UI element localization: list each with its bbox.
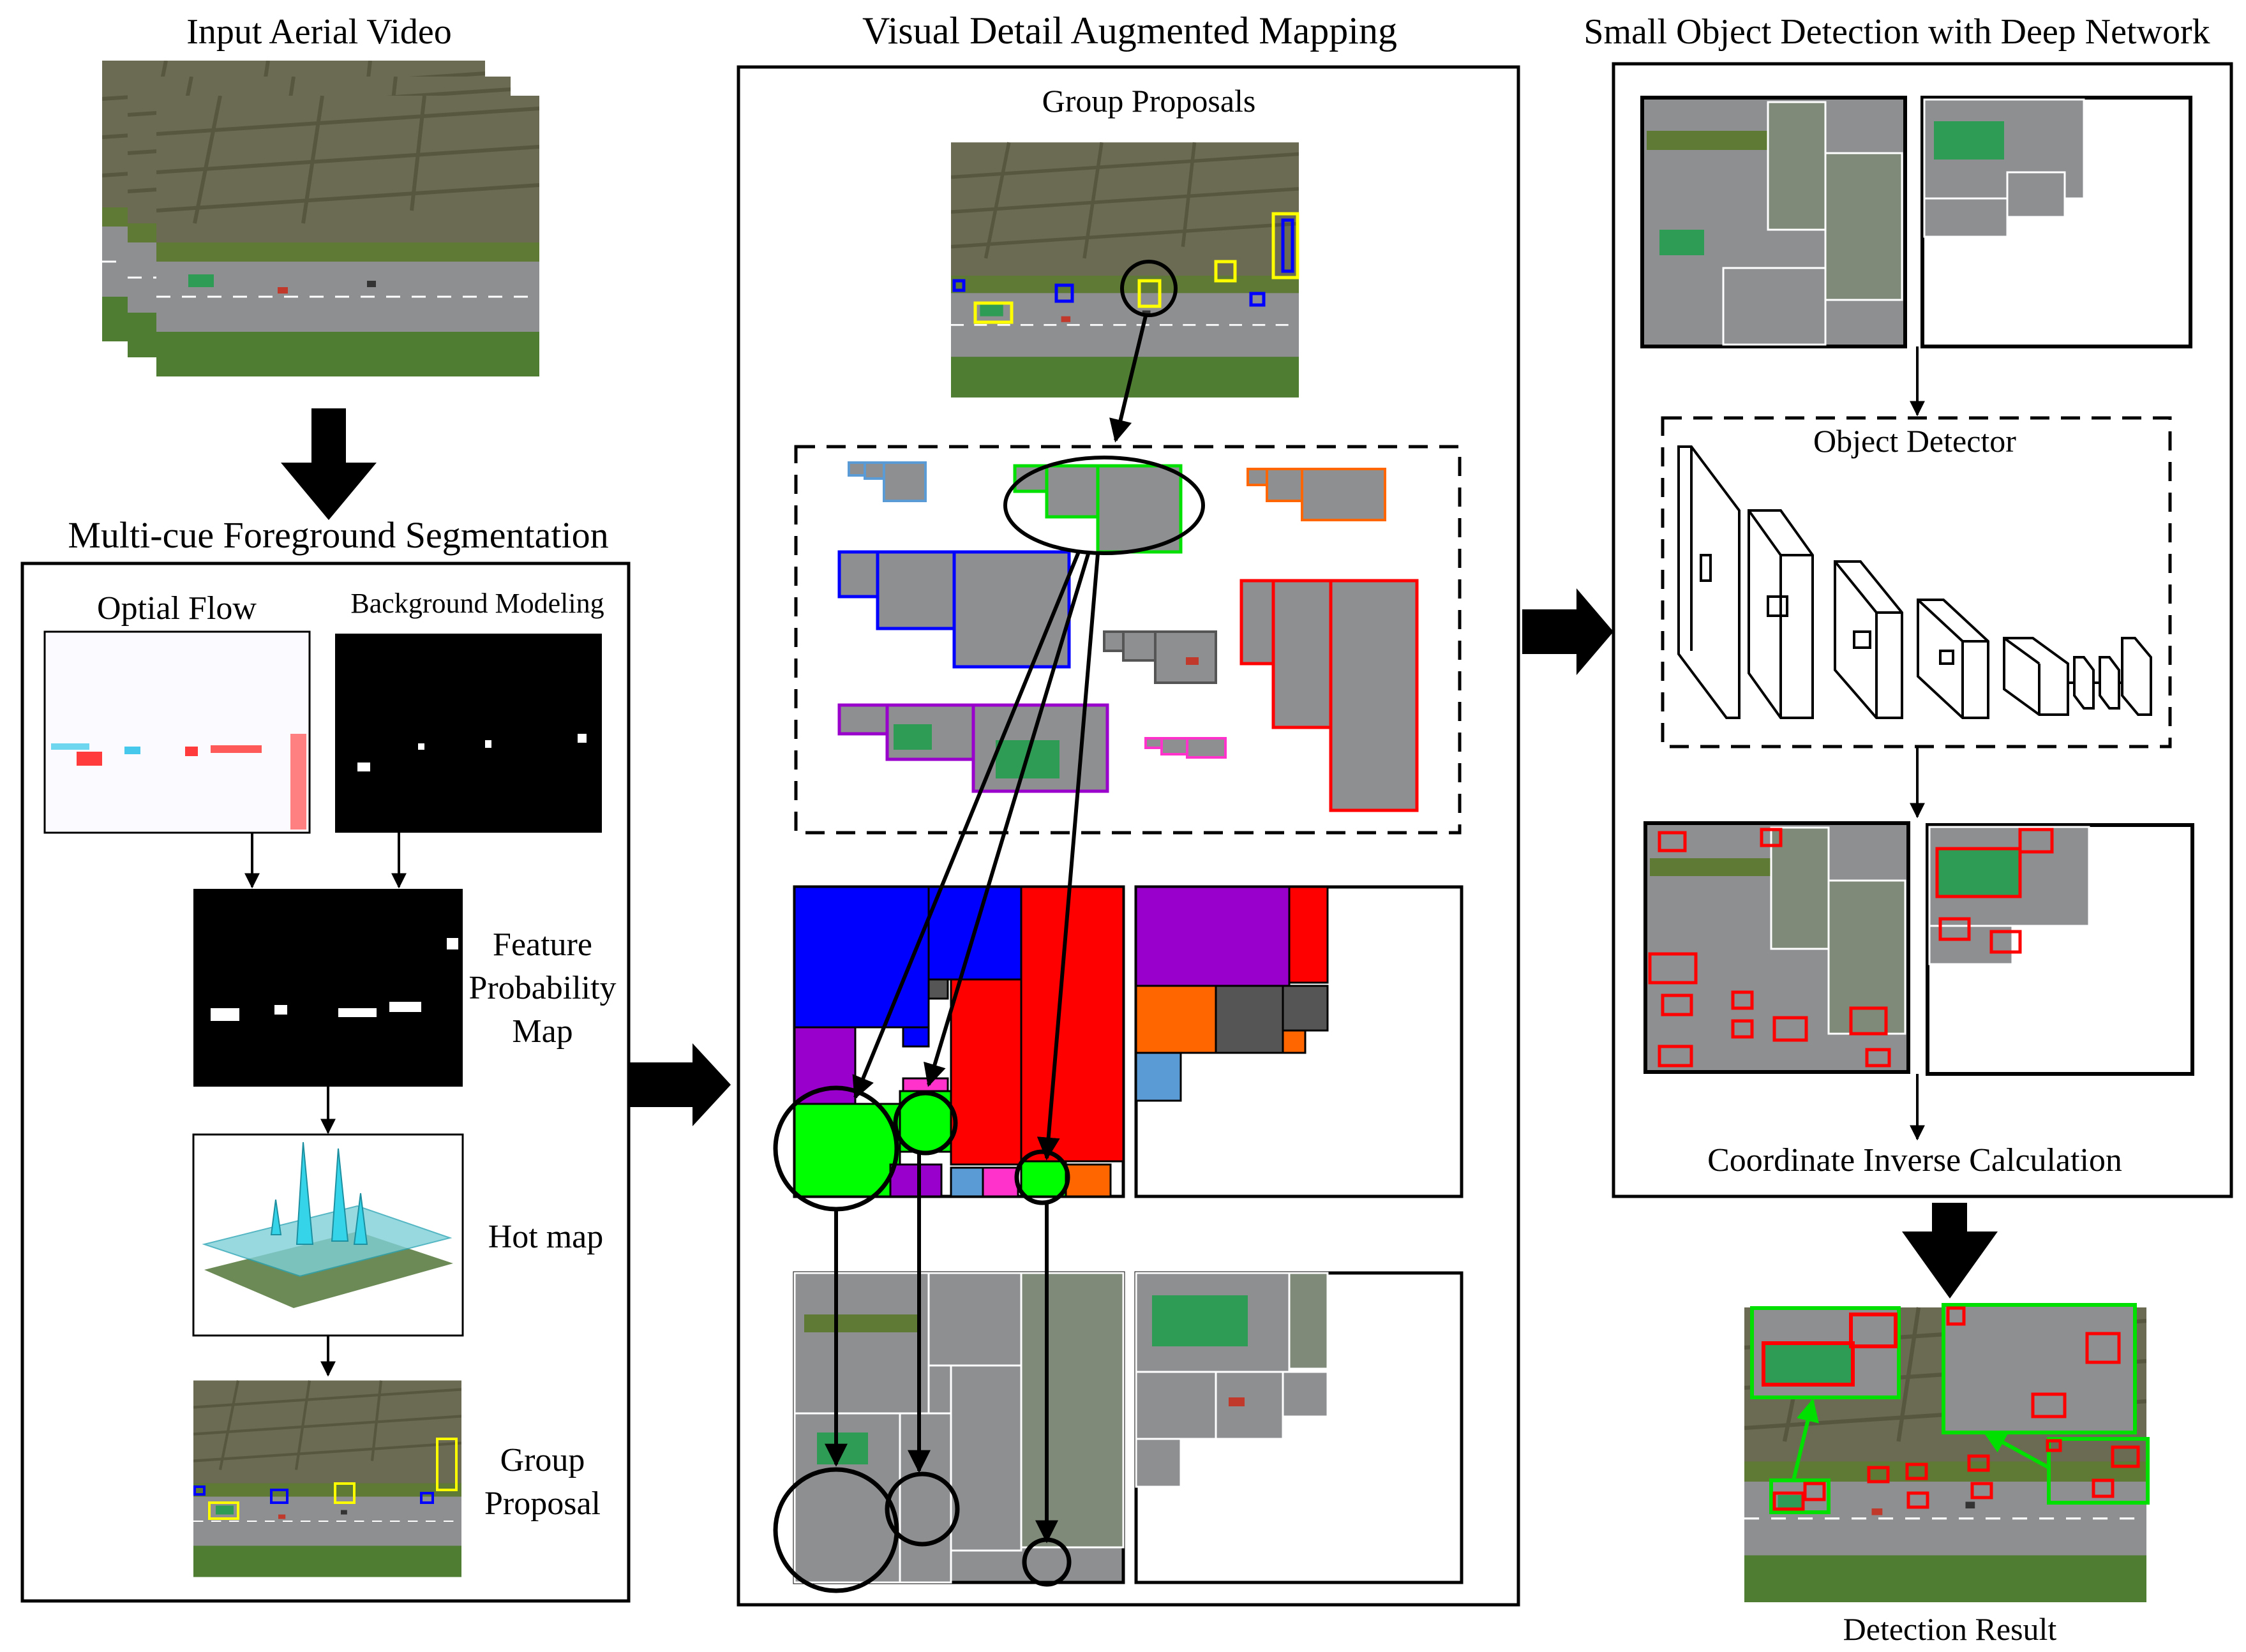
background-modeling-label: Background Modeling	[350, 588, 604, 619]
cnn-architecture	[1677, 445, 2152, 719]
packing-layout-left	[793, 885, 1125, 1198]
mapped-image-right	[1134, 1271, 1464, 1584]
detection-result-label: Detection Result	[1843, 1611, 2057, 1647]
mapping-panel	[737, 65, 1520, 1607]
optical-flow-label: Optial Flow	[97, 590, 257, 627]
feature-map-label-line3: Map	[512, 1013, 573, 1050]
group-proposal-label-line1: Group	[500, 1442, 585, 1478]
feature-map-label-line1: Feature	[493, 926, 592, 963]
hot-map-label: Hot map	[488, 1219, 604, 1255]
mapping-title: Visual Detail Augmented Mapping	[862, 10, 1397, 52]
group-proposals-label: Group Proposals	[1042, 83, 1256, 119]
group-proposals-image	[951, 142, 1299, 398]
feature-probability-map	[193, 889, 463, 1087]
input-video-title: Input Aerial Video	[186, 12, 452, 52]
group-proposal-image	[193, 1381, 461, 1577]
feature-map-label-line2: Probability	[468, 970, 616, 1006]
detection-result-image	[1744, 1303, 2150, 1602]
arrow-crop-to-pack-3	[1037, 553, 1100, 1161]
highlight-circle-map-2	[885, 1471, 960, 1547]
background-modeling-image	[335, 634, 602, 833]
input-video-frames	[102, 61, 539, 376]
optical-flow-image	[43, 630, 311, 834]
video-frame-front	[156, 96, 539, 376]
mapped-image-left	[793, 1271, 1125, 1584]
object-detector-label: Object Detector	[1813, 423, 2016, 459]
highlight-ellipse-green-group	[1003, 456, 1205, 555]
detector-output-right	[1926, 823, 2194, 1076]
detector-input-left	[1640, 96, 1907, 348]
arrow-segmentation-to-mapping	[629, 1043, 731, 1126]
cropped-patches	[837, 461, 1419, 812]
big-down-arrow-result	[1902, 1203, 1998, 1299]
cropped-patches-box	[794, 445, 1462, 835]
segmentation-title: Multi-cue Foreground Segmentation	[68, 514, 608, 556]
object-detector-box	[1661, 416, 2172, 748]
packing-layout-right	[1134, 885, 1464, 1198]
detector-input-right	[1920, 96, 2192, 348]
detector-output-left	[1643, 821, 1910, 1074]
arrow-mapping-to-detection	[1522, 588, 1613, 675]
highlight-circle-proposal	[1120, 260, 1178, 317]
arrow-crop-to-pack-2	[924, 553, 1090, 1087]
highlight-circle-map-3	[1022, 1537, 1072, 1587]
detection-panel	[1612, 62, 2233, 1198]
highlight-circle-pack-2	[893, 1090, 958, 1156]
coordinate-inverse-label: Coordinate Inverse Calculation	[1707, 1142, 2122, 1179]
highlight-circle-pack-3	[1014, 1149, 1070, 1205]
arrow-crop-to-pack-1	[852, 551, 1081, 1100]
big-down-arrow	[281, 408, 377, 520]
arrow-proposal-to-crops	[1109, 315, 1148, 443]
hot-map-image	[192, 1133, 464, 1337]
detection-title: Small Object Detection with Deep Network	[1583, 12, 2210, 52]
group-proposal-label-line2: Proposal	[484, 1485, 601, 1522]
